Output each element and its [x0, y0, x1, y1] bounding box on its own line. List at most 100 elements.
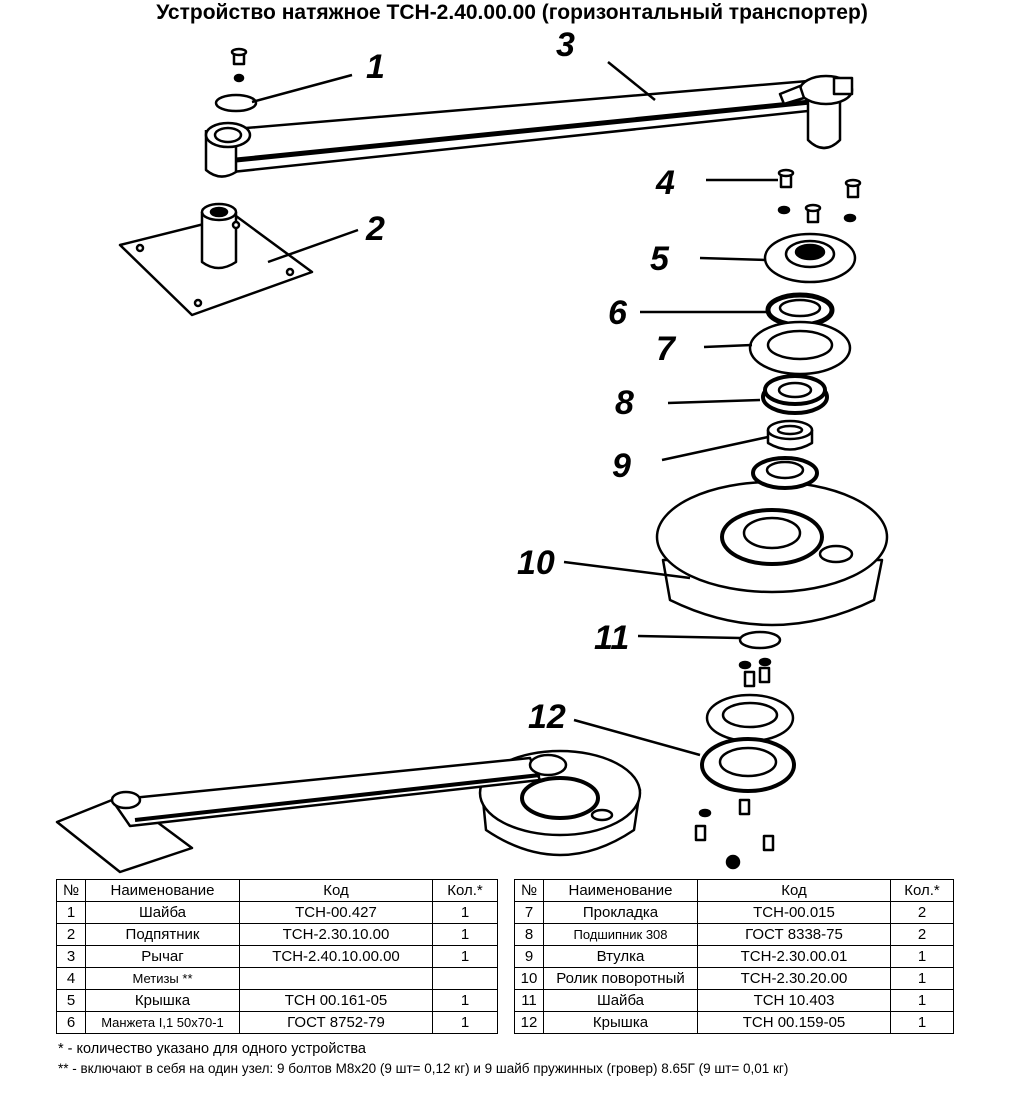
part-1-washer: [214, 47, 258, 113]
cell-qty: 1: [432, 1011, 498, 1034]
col-header-qty: Кол.*: [432, 879, 498, 902]
part-6-cuff: [765, 292, 835, 328]
callout-10: 10: [517, 544, 555, 582]
cell-no: 5: [56, 989, 86, 1012]
part-4-fasteners: [777, 168, 862, 224]
callout-1: 1: [366, 48, 385, 86]
cell-code: ТСН-2.30.10.00: [239, 923, 433, 946]
part-5-cover: [763, 232, 857, 284]
table-row: 2 Подпятник ТСН-2.30.10.00 1: [56, 923, 498, 946]
table-header-row: № Наименование Код Кол.*: [56, 879, 498, 902]
callout-11: 11: [594, 619, 629, 657]
table-row: 7 Прокладка ТСН-00.015 2: [514, 901, 954, 924]
cell-qty: 1: [432, 989, 498, 1012]
table-row: 5 Крышка ТСН 00.161-05 1: [56, 989, 498, 1012]
cell-no: 3: [56, 945, 86, 968]
table-row: 8 Подшипник 308 ГОСТ 8338-75 2: [514, 923, 954, 946]
cell-code: ТСН-2.30.20.00: [697, 967, 891, 990]
part-11-washer: [738, 630, 782, 688]
cell-code: ГОСТ 8752-79: [239, 1011, 433, 1034]
cell-no: 1: [56, 901, 86, 924]
col-header-code: Код: [239, 879, 433, 902]
col-header-name: Наименование: [543, 879, 698, 902]
part-7-gasket: [748, 320, 852, 376]
part-10-swivel-roller: [655, 456, 889, 627]
cell-no: 2: [56, 923, 86, 946]
cell-name: Подшипник 308: [543, 923, 698, 946]
cell-name: Втулка: [543, 945, 698, 968]
cell-no: 4: [56, 967, 86, 990]
cell-code: ТСН 00.161-05: [239, 989, 433, 1012]
cell-no: 7: [514, 901, 544, 924]
callout-7: 7: [656, 330, 677, 368]
part-8-bearing: [761, 374, 829, 415]
assembled-view: [55, 749, 642, 874]
callout-4: 4: [655, 164, 675, 202]
cell-qty: 1: [890, 967, 954, 990]
table-row: 11 Шайба ТСН 10.403 1: [514, 989, 954, 1012]
cell-name: Ролик поворотный: [543, 967, 698, 990]
part-12-cover: [694, 693, 796, 870]
leader-lines: [251, 61, 778, 757]
table-row: 10 Ролик поворотный ТСН-2.30.20.00 1: [514, 967, 954, 990]
cell-qty: 1: [890, 945, 954, 968]
col-header-qty: Кол.*: [890, 879, 954, 902]
callout-8: 8: [615, 384, 634, 422]
cell-no: 12: [514, 1011, 544, 1034]
cell-code: ТСН-2.40.10.00.00: [239, 945, 433, 968]
cell-no: 8: [514, 923, 544, 946]
part-2-thrust-plate: [118, 202, 314, 317]
cell-no: 10: [514, 967, 544, 990]
callout-12: 12: [528, 698, 566, 736]
parts-table-right: № Наименование Код Кол.* 7 Прокладка ТСН…: [514, 879, 954, 1034]
cell-qty: 1: [432, 945, 498, 968]
cell-qty: 2: [890, 901, 954, 924]
cell-code: ТСН 00.159-05: [697, 1011, 891, 1034]
callout-2: 2: [365, 210, 385, 248]
col-header-no: №: [56, 879, 86, 902]
callout-numbers: 1 2 3 4 5 6 7 8 9 10 11 12: [365, 26, 677, 736]
cell-code: ТСН-2.30.00.01: [697, 945, 891, 968]
drawing-title: Устройство натяжное ТСН-2.40.00.00 (гори…: [156, 1, 868, 24]
table-row: 6 Манжета I,1 50х70-1 ГОСТ 8752-79 1: [56, 1011, 498, 1034]
cell-qty: [432, 967, 498, 990]
parts-table-left: № Наименование Код Кол.* 1 Шайба ТСН-00.…: [56, 879, 498, 1034]
cell-code: ГОСТ 8338-75: [697, 923, 891, 946]
cell-qty: 1: [890, 989, 954, 1012]
cell-name: Шайба: [85, 901, 240, 924]
cell-name: Крышка: [543, 1011, 698, 1034]
cell-qty: 1: [432, 901, 498, 924]
callout-9: 9: [612, 447, 631, 485]
cell-code: ТСН-00.427: [239, 901, 433, 924]
cell-name: Метизы **: [85, 967, 240, 990]
table-row: 1 Шайба ТСН-00.427 1: [56, 901, 498, 924]
cell-qty: 2: [890, 923, 954, 946]
cell-no: 11: [514, 989, 544, 1012]
footnote-fasteners: ** - включают в себя на один узел: 9 бол…: [58, 1061, 789, 1076]
cell-name: Крышка: [85, 989, 240, 1012]
cell-code: ТСН-00.015: [697, 901, 891, 924]
table-row: 4 Метизы **: [56, 967, 498, 990]
callout-6: 6: [608, 294, 628, 332]
cell-code: ТСН 10.403: [697, 989, 891, 1012]
cell-no: 9: [514, 945, 544, 968]
cell-name: Рычаг: [85, 945, 240, 968]
col-header-code: Код: [697, 879, 891, 902]
table-row: 12 Крышка ТСН 00.159-05 1: [514, 1011, 954, 1034]
cell-name: Подпятник: [85, 923, 240, 946]
cell-name: Манжета I,1 50х70-1: [85, 1011, 240, 1034]
table-header-row: № Наименование Код Кол.*: [514, 879, 954, 902]
part-9-bushing: [766, 419, 814, 451]
exploded-assembly-drawing: 1 2 3 4 5 6 7 8 9 10 11 12: [55, 26, 889, 874]
table-row: 3 Рычаг ТСН-2.40.10.00.00 1: [56, 945, 498, 968]
col-header-name: Наименование: [85, 879, 240, 902]
callout-5: 5: [650, 240, 670, 278]
cell-name: Шайба: [543, 989, 698, 1012]
part-3-lever: [204, 74, 854, 178]
footnote-quantity: * - количество указано для одного устрой…: [58, 1041, 366, 1057]
cell-qty: 1: [432, 923, 498, 946]
cell-code: [239, 967, 433, 990]
cell-no: 6: [56, 1011, 86, 1034]
callout-3: 3: [556, 26, 575, 64]
cell-name: Прокладка: [543, 901, 698, 924]
